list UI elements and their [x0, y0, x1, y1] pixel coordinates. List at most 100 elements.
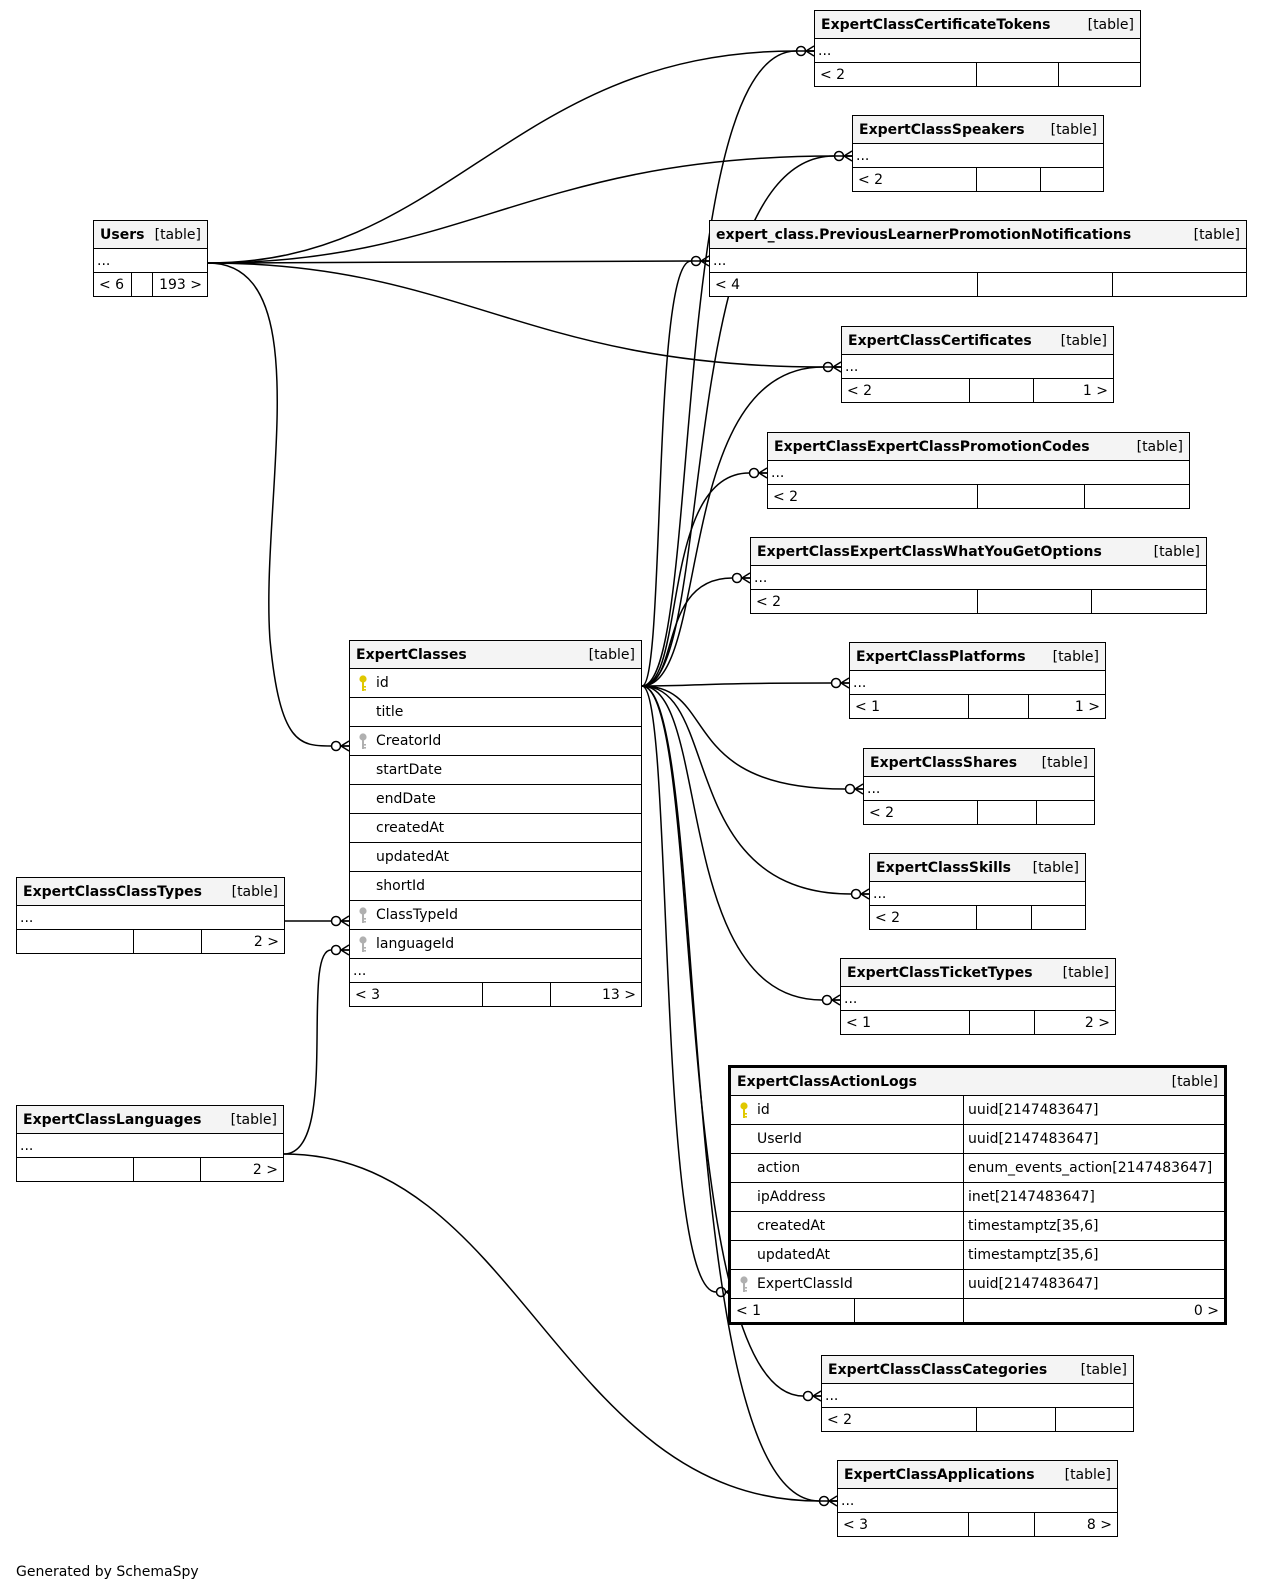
crowfoot-marker	[330, 944, 350, 956]
columns-count	[977, 485, 1084, 508]
table-name: expert_class.PreviousLearnerPromotionNot…	[716, 226, 1132, 243]
table-footer: < 2	[864, 801, 1094, 824]
crowfoot-marker	[748, 467, 768, 479]
column-name: ipAddress	[757, 1189, 826, 1205]
table-expertclassexpertclasswhatyougetoptions[interactable]: ExpertClassExpertClassWhatYouGetOptions[…	[750, 537, 1207, 614]
table-expertclassspeakers[interactable]: ExpertClassSpeakers[table] ... < 2	[852, 115, 1104, 192]
table-expertclassclasscategories[interactable]: ExpertClassClassCategories[table] ... < …	[821, 1355, 1134, 1432]
relationship-edge	[207, 155, 852, 264]
columns-count	[482, 983, 550, 1006]
columns-count	[854, 1299, 963, 1322]
table-expertclasslanguages[interactable]: ExpertClassLanguages[table] ... 2 >	[16, 1105, 284, 1182]
table-name: ExpertClassClassTypes	[23, 883, 202, 900]
table-expertclasscertificatetokens[interactable]: ExpertClassCertificateTokens[table] ... …	[814, 10, 1141, 87]
primary-key-icon	[350, 674, 376, 692]
table-footer: < 2	[751, 590, 1206, 613]
table-footer: < 4	[710, 273, 1246, 296]
table-name: ExpertClassSkills	[876, 859, 1012, 876]
column-type: timestamptz[35,6]	[963, 1212, 1224, 1240]
parents-count: < 1	[846, 1014, 872, 1031]
table-expertclassexpertclasspromotioncodes[interactable]: ExpertClassExpertClassPromotionCodes[tab…	[767, 432, 1190, 509]
table-footer: < 2	[853, 168, 1103, 191]
column-row[interactable]: updatedAt	[350, 843, 641, 872]
columns-count	[976, 63, 1058, 86]
parents-count: < 1	[855, 698, 881, 715]
parents-count	[17, 930, 133, 953]
column-row[interactable]: createdAt	[350, 814, 641, 843]
columns-ellipsis: ...	[350, 959, 641, 983]
table-name: Users	[100, 226, 145, 243]
table-expertclassclasstypes[interactable]: ExpertClassClassTypes[table] ... 2 >	[16, 877, 285, 954]
column-row[interactable]: languageId	[350, 930, 641, 959]
parents-count: < 2	[858, 171, 884, 188]
column-row[interactable]: updatedAt timestamptz[35,6]	[731, 1241, 1224, 1270]
children-count	[1040, 168, 1103, 191]
column-row[interactable]: shortId	[350, 872, 641, 901]
crowfoot-marker	[821, 994, 841, 1006]
table-kind: [table]	[1087, 16, 1134, 33]
column-row[interactable]: endDate	[350, 785, 641, 814]
column-type: timestamptz[35,6]	[963, 1241, 1224, 1269]
column-row[interactable]: ClassTypeId	[350, 901, 641, 930]
table-footer: < 2	[870, 906, 1085, 929]
table-kind: [table]	[1136, 438, 1183, 455]
relationship-edge	[641, 685, 863, 790]
relationship-edge	[641, 366, 841, 687]
column-name: updatedAt	[376, 849, 450, 865]
parents-count: < 3	[843, 1516, 869, 1533]
columns-count	[969, 1011, 1034, 1034]
table-kind: [table]	[1080, 1361, 1127, 1378]
table-name: ExpertClassShares	[870, 754, 1018, 771]
children-count: 1 >	[1028, 695, 1105, 718]
table-kind: [table]	[1171, 1073, 1218, 1090]
children-count	[1084, 485, 1189, 508]
columns-ellipsis: ...	[842, 355, 1113, 379]
column-name: createdAt	[757, 1218, 826, 1234]
foreign-key-icon	[731, 1275, 757, 1293]
table-expertclassshares[interactable]: ExpertClassShares[table] ... < 2	[863, 748, 1095, 825]
table-footer: < 2	[822, 1408, 1133, 1431]
column-row[interactable]: CreatorId	[350, 727, 641, 756]
column-name: endDate	[376, 791, 436, 807]
column-row[interactable]: title	[350, 698, 641, 727]
column-row[interactable]: createdAt timestamptz[35,6]	[731, 1212, 1224, 1241]
table-name: ExpertClassSpeakers	[859, 121, 1025, 138]
table-footer: 2 >	[17, 930, 284, 953]
relationship-edge	[641, 50, 814, 687]
column-row[interactable]: startDate	[350, 756, 641, 785]
relationship-edge	[641, 685, 869, 895]
children-count: 2 >	[201, 930, 284, 953]
table-name: ExpertClassExpertClassWhatYouGetOptions	[757, 543, 1102, 560]
table-kind: [table]	[154, 226, 201, 243]
foreign-key-icon	[350, 732, 376, 750]
columns-count	[133, 1158, 200, 1181]
columns-ellipsis: ...	[768, 461, 1189, 485]
column-name: title	[376, 704, 404, 720]
crowfoot-marker	[850, 888, 870, 900]
table-previouslearnerpromotionnotifications[interactable]: expert_class.PreviousLearnerPromotionNot…	[709, 220, 1247, 297]
parents-count: < 2	[875, 909, 901, 926]
table-expertclassskills[interactable]: ExpertClassSkills[table] ... < 2	[869, 853, 1086, 930]
children-count: 1 >	[1033, 379, 1113, 402]
crowfoot-marker	[830, 677, 850, 689]
relationship-edge	[283, 1153, 837, 1502]
table-name: ExpertClassTicketTypes	[847, 964, 1033, 981]
column-row[interactable]: id	[350, 669, 641, 698]
column-name: updatedAt	[757, 1247, 831, 1263]
relationship-edge	[641, 155, 852, 687]
